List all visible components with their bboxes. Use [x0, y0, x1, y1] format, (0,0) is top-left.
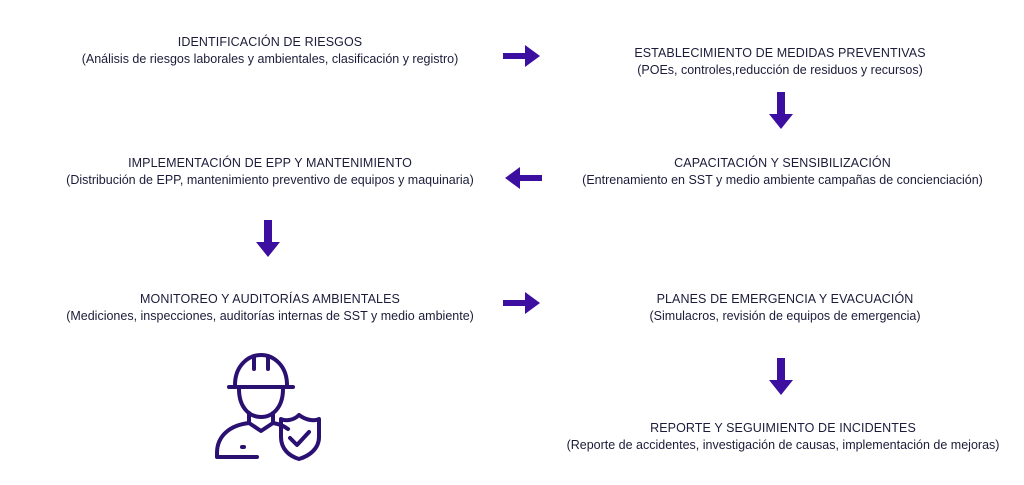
- step-title: MONITOREO Y AUDITORÍAS AMBIENTALES: [140, 292, 400, 306]
- step-monitoreo-auditorias: MONITOREO Y AUDITORÍAS AMBIENTALES (Medi…: [35, 291, 505, 325]
- step-description: (Análisis de riesgos laborales y ambient…: [81, 52, 459, 66]
- step-description: (Simulacros, revisión de equipos de emer…: [649, 309, 921, 323]
- worker-safety-shield-icon: [215, 353, 321, 461]
- step-title: PLANES DE EMERGENCIA Y EVACUACIÓN: [656, 292, 914, 306]
- step-description: (Mediciones, inspecciones, auditorías in…: [66, 309, 474, 323]
- step-title: IDENTIFICACIÓN DE RIESGOS: [177, 35, 363, 49]
- step-title: ESTABLECIMIENTO DE MEDIDAS PREVENTIVAS: [634, 46, 926, 60]
- step-description: (Entrenamiento en SST y medio ambiente c…: [582, 173, 983, 187]
- step-implementacion-epp: IMPLEMENTACIÓN DE EPP Y MANTENIMIENTO (D…: [30, 155, 510, 189]
- step-planes-emergencia: PLANES DE EMERGENCIA Y EVACUACIÓN (Simul…: [555, 291, 1015, 325]
- arrow-left-icon: [505, 167, 542, 189]
- arrow-down-icon: [769, 92, 793, 129]
- arrow-down-icon: [256, 220, 280, 257]
- step-medidas-preventivas: ESTABLECIMIENTO DE MEDIDAS PREVENTIVAS (…: [555, 45, 1005, 79]
- step-description: (POEs, controles,reducción de residuos y…: [637, 63, 923, 77]
- step-title: IMPLEMENTACIÓN DE EPP Y MANTENIMIENTO: [128, 156, 412, 170]
- step-title: REPORTE Y SEGUIMIENTO DE INCIDENTES: [650, 421, 916, 435]
- step-reporte-incidentes: REPORTE Y SEGUIMIENTO DE INCIDENTES (Rep…: [549, 420, 1017, 454]
- arrow-down-icon: [769, 358, 793, 395]
- step-description: (Reporte de accidentes, investigación de…: [566, 438, 1000, 452]
- arrow-right-icon: [503, 45, 540, 67]
- step-title: CAPACITACIÓN Y SENSIBILIZACIÓN: [674, 156, 891, 170]
- arrow-right-icon: [503, 292, 540, 314]
- step-capacitacion: CAPACITACIÓN Y SENSIBILIZACIÓN (Entrenam…: [555, 155, 1010, 189]
- step-description: (Distribución de EPP, mantenimiento prev…: [66, 173, 474, 187]
- step-identificacion-riesgos: IDENTIFICACIÓN DE RIESGOS (Análisis de r…: [40, 34, 500, 68]
